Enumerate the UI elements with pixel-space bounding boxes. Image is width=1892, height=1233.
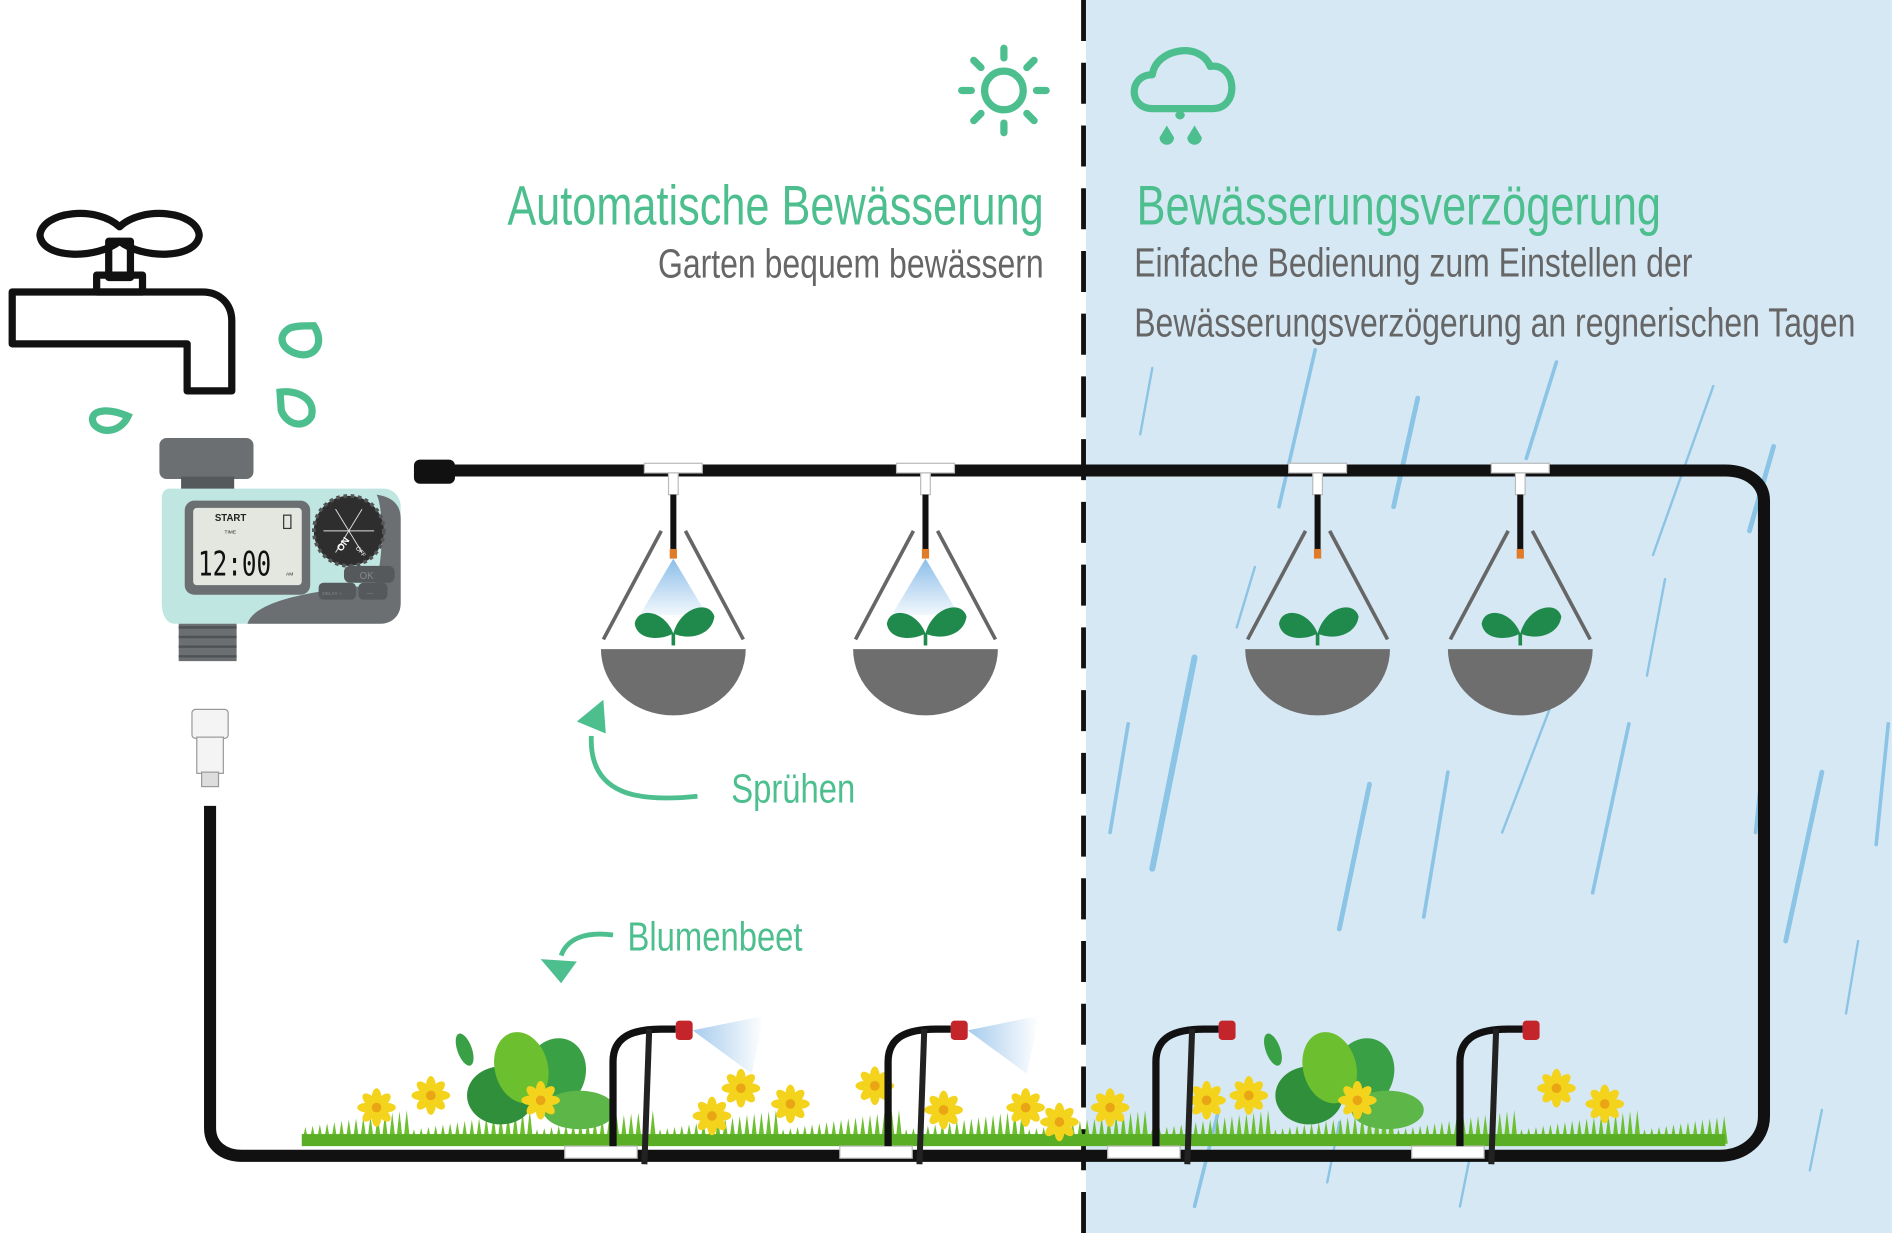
right-subtitle-line1: Einfache Bedienung zum Einstellen der xyxy=(1134,239,1692,285)
spray-mist xyxy=(692,1015,764,1074)
battery-icon xyxy=(283,514,292,530)
delay-button[interactable] xyxy=(318,582,357,600)
hanging-pot xyxy=(600,462,746,716)
spray-mist xyxy=(967,1015,1039,1074)
spray-mist xyxy=(891,558,960,616)
ok-button[interactable] xyxy=(343,565,395,583)
flowerbed-label: Blumenbeet xyxy=(627,913,803,959)
flower-icon xyxy=(1006,1088,1045,1127)
flowerbed xyxy=(301,1015,1728,1165)
left-subtitle: Garten bequem bewässern xyxy=(658,241,1044,287)
rain-cloud-icon xyxy=(1130,47,1236,145)
hanging-pot xyxy=(1447,462,1593,716)
lcd-ampm: AM xyxy=(286,571,293,577)
sprinkler xyxy=(564,1015,764,1165)
lcd-time: 12:00 xyxy=(198,544,271,583)
spray-label: Sprühen xyxy=(731,765,855,811)
minus-button[interactable] xyxy=(358,582,388,600)
flowerbed-arrow xyxy=(558,931,614,957)
sun-icon xyxy=(958,44,1050,137)
lcd-start-label: START xyxy=(215,513,247,524)
left-title: Automatische Bewässerung xyxy=(507,174,1043,236)
pot xyxy=(1447,649,1593,716)
water-drops xyxy=(88,322,323,434)
spray-mist xyxy=(639,558,708,616)
bush xyxy=(455,1032,616,1130)
minus-button-label: — xyxy=(367,591,374,597)
spray-arrow xyxy=(588,735,698,801)
right-title: Bewässerungsverzögerung xyxy=(1137,174,1661,236)
hanging-pot xyxy=(853,462,998,716)
flowerbed-arrow-head xyxy=(540,959,577,984)
flower-icon xyxy=(721,1068,761,1108)
delay-button-label: DELAY + xyxy=(322,591,342,597)
sprinkler xyxy=(1411,1020,1540,1165)
pot xyxy=(1245,649,1390,716)
pot xyxy=(853,649,998,716)
sprinkler xyxy=(1107,1020,1236,1165)
sprinkler xyxy=(839,1015,1039,1165)
faucet-icon xyxy=(8,209,236,395)
hanging-pots xyxy=(600,462,1593,716)
ok-button-label: OK xyxy=(360,571,374,582)
hanging-pot xyxy=(1245,462,1390,716)
drip-pipe xyxy=(204,464,1771,1162)
lcd-time-label: TIME xyxy=(225,529,236,535)
spray-arrow-head xyxy=(576,699,606,734)
pipe-end-plug xyxy=(413,459,455,484)
rain-streaks xyxy=(1108,348,1891,1209)
pot xyxy=(600,649,746,716)
flower-icon xyxy=(411,1076,451,1115)
right-subtitle-line2: Bewässerungsverzögerung an regnerischen … xyxy=(1134,300,1855,346)
flower-icon xyxy=(771,1084,810,1124)
lcd-display xyxy=(193,507,302,586)
hose-connector xyxy=(191,708,229,788)
water-timer: START TIME 12:00 AM ON OFF OK DELAY + — xyxy=(159,437,401,662)
